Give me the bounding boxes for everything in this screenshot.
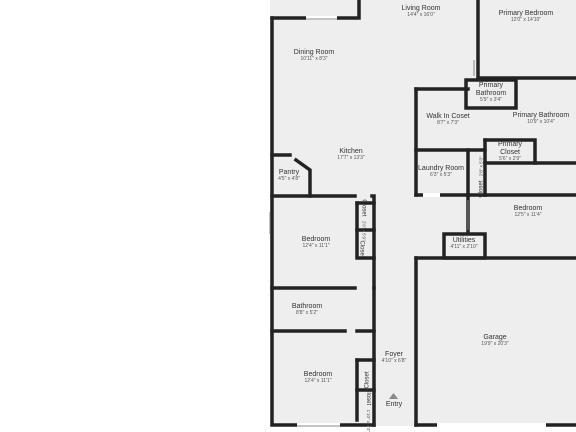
- walls: [270, 0, 576, 427]
- entry-arrow-icon: [389, 393, 398, 399]
- room-dims: 4'10" x 6'8": [381, 358, 407, 365]
- room-name: Bedroom: [301, 236, 331, 243]
- room-dims: 5'6" x 2'9": [499, 156, 521, 163]
- room-name: Closet: [478, 180, 485, 198]
- room-utilities: Utilities 4'11" x 2'10": [450, 237, 477, 251]
- room-name: Utilities: [452, 237, 476, 244]
- room-name: Walk In Coset: [426, 113, 470, 120]
- openings: [297, 16, 546, 427]
- room-name: Bathroom: [291, 303, 323, 310]
- room-closet-laundry: Closet 2'8" x 5'3": [470, 156, 488, 197]
- room-name: Entry: [385, 401, 403, 408]
- room-dims: 8'7" x 7'3": [437, 120, 459, 127]
- room-bedroom-right: Bedroom 12'5" x 11'4": [514, 205, 542, 219]
- room-closet-bottom-top: Closet: [356, 371, 374, 388]
- room-entry: Entry: [386, 401, 402, 409]
- room-name: Closet: [360, 199, 367, 217]
- room-name: Primary Bedroom: [498, 10, 554, 17]
- room-dims: 2'6" x 5'9": [361, 220, 367, 241]
- room-primary-bathroom: Primary Bathroom 10'9" x 10'4": [513, 112, 569, 126]
- room-closet-mid-bottom: Closet: [356, 240, 374, 257]
- room-name: Garage: [483, 334, 507, 341]
- room-dims: 12'5" x 11'4": [514, 212, 542, 219]
- room-living-room: Living Room 14'4" x 16'0": [402, 5, 441, 19]
- room-name: Laundry Room: [418, 165, 464, 172]
- room-primary-closet: Primary Closet 5'6" x 2'9": [498, 141, 522, 163]
- room-dims: 8'8" x 5'2": [296, 310, 318, 317]
- room-closet-bottom-side: Closet 1'10" x 4'4": [362, 388, 380, 432]
- room-name: Foyer: [385, 351, 403, 358]
- room-dims: 2'8" x 5'3": [478, 156, 484, 177]
- room-bedroom-mid: Bedroom 12'4" x 11'1": [302, 236, 330, 250]
- room-dims: 4'5" x 4'8": [278, 176, 300, 183]
- room-name: Bedroom: [513, 205, 543, 212]
- room-garage: Garage 19'9" x 20'3": [481, 334, 508, 348]
- room-dims: 12'4" x 11'1": [304, 378, 332, 385]
- room-walk-in-closet: Walk In Coset 8'7" x 7'3": [426, 113, 469, 127]
- room-name-line1: Primary: [478, 82, 504, 89]
- room-name: Closet: [364, 371, 371, 389]
- room-name: Pantry: [278, 169, 300, 176]
- house-floor: [270, 0, 576, 426]
- room-name: Bedroom: [303, 371, 333, 378]
- room-dining-room: Dining Room 10'11" x 8'3": [294, 49, 334, 63]
- room-dims: 6'3" x 5'3": [430, 172, 452, 179]
- room-closet-mid-top: Closet 2'6" x 5'9": [358, 199, 376, 240]
- room-dims: 12'0" x 14'10": [510, 17, 542, 24]
- room-dims: 12'4" x 11'1": [302, 243, 330, 250]
- room-kitchen: Kitchen 17'7" x 13'3": [337, 148, 364, 162]
- room-name: Closet: [364, 388, 371, 406]
- windows: [269, 18, 475, 427]
- room-name-line2: Closet: [500, 149, 520, 157]
- room-pantry: Pantry 4'5" x 4'8": [278, 169, 300, 183]
- room-name-line2: Bathroom: [475, 90, 507, 98]
- room-dims: 5'9" x 3'4": [480, 97, 502, 104]
- room-laundry-room: Laundry Room 6'3" x 5'3": [418, 165, 464, 179]
- room-bathroom: Bathroom 8'8" x 5'2": [292, 303, 322, 317]
- room-dims: 14'4" x 16'0": [407, 12, 435, 19]
- room-dims: 10'9" x 10'4": [527, 119, 555, 126]
- room-primary-bathroom-small: Primary Bathroom 5'9" x 3'4": [476, 82, 506, 104]
- room-dims: 4'11" x 2'10": [450, 244, 478, 251]
- room-dims: 19'9" x 20'3": [481, 341, 509, 348]
- room-dims: 1'10" x 4'4": [365, 409, 371, 432]
- room-bedroom-bottom: Bedroom 12'4" x 11'1": [304, 371, 332, 385]
- room-name-line1: Primary: [497, 141, 523, 148]
- room-name: Kitchen: [339, 148, 363, 155]
- room-primary-bedroom: Primary Bedroom 12'0" x 14'10": [499, 10, 553, 24]
- room-name: Primary Bathroom: [512, 112, 570, 119]
- room-dims: 17'7" x 13'3": [337, 155, 365, 162]
- room-name: Living Room: [401, 5, 441, 12]
- room-foyer: Foyer 4'10" x 6'8": [382, 351, 407, 365]
- room-name: Dining Room: [293, 49, 335, 56]
- room-name: Closet: [358, 240, 365, 258]
- room-dims: 10'11" x 8'3": [300, 56, 328, 63]
